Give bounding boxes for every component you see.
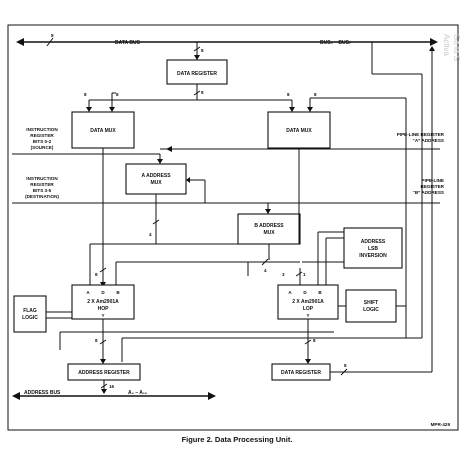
lsb-inversion-line3: INVERSION (359, 253, 387, 259)
lsb-inversion-line2: LSB (368, 246, 378, 252)
width-label-dr-in: 8 (201, 48, 204, 53)
left-destination-label: INSTRUCTION REGISTER BITS 3-5 (DESTINATI… (25, 176, 59, 199)
ref-code: MPR-429 (431, 422, 451, 427)
watermark-line2: Go to S (452, 34, 461, 61)
a-address-mux (125, 163, 187, 195)
lop-chip: 2 X Am2901A (292, 299, 324, 305)
address-register-label: ADDRESS REGISTER (78, 370, 130, 376)
b-address-mux (237, 213, 301, 245)
right-b-address-label: PIPE-LINE REGISTER “B” ADDRESS (413, 178, 445, 195)
data-register-bottom-label: DATA REGISTER (281, 370, 321, 376)
lsb-inversion-line1: ADDRESS (361, 239, 386, 245)
data-mux-right (267, 111, 331, 149)
svg-text:PIPE-LINE: PIPE-LINE (422, 178, 444, 183)
lop-port-d: D (303, 290, 307, 295)
svg-text:REGISTER: REGISTER (30, 133, 54, 138)
data-bus-label: DATA BUS (115, 40, 141, 46)
width-label-rmux-b: 8 (314, 92, 317, 97)
data-bus-range: BUS₀ – BUS₇ (320, 40, 351, 46)
data-bus: 8 DATA BUS BUS₀ – BUS₇ (16, 33, 438, 47)
hop-label: HOP (98, 306, 110, 312)
figure-caption: Figure 2. Data Processing Unit. (182, 435, 293, 444)
hop-port-a: A (86, 290, 90, 295)
hop-chip: 2 X Am2901A (87, 299, 119, 305)
b-address-mux-line1: B ADDRESS (254, 223, 284, 229)
watermark-line1: Activa (442, 34, 451, 56)
flag-logic-line2: LOGIC (22, 315, 38, 321)
data-register-top-label: DATA REGISTER (177, 71, 217, 77)
width-label-lmux-b: 8 (116, 92, 119, 97)
a-address-mux-line2: MUX (150, 180, 162, 186)
lop-label: LOP (303, 306, 314, 312)
address-bus-label: ADDRESS BUS (24, 390, 61, 396)
hop-port-b: B (116, 290, 120, 295)
data-register-top (166, 59, 228, 85)
a-address-mux-line1: A ADDRESS (141, 173, 171, 179)
svg-text:“A” ADDRESS: “A” ADDRESS (413, 138, 444, 143)
shift-logic-line2: LOGIC (363, 307, 379, 313)
b-address-mux-line2: MUX (263, 230, 275, 236)
hop-port-y: Y (101, 313, 104, 318)
hop-alu (71, 284, 135, 320)
svg-text:BITS 0-2: BITS 0-2 (33, 139, 52, 144)
width-label-hop-d: 8 (95, 272, 98, 277)
svg-text:INSTRUCTION: INSTRUCTION (26, 127, 58, 132)
svg-text:REGISTER: REGISTER (30, 182, 54, 187)
width-label-amux-out: 4 (149, 232, 152, 237)
svg-text:INSTRUCTION: INSTRUCTION (26, 176, 58, 181)
svg-text:REGISTER: REGISTER (421, 184, 445, 189)
flag-logic-line1: FLAG (23, 308, 37, 314)
left-source-label: INSTRUCTION REGISTER BITS 0-2 (SOURCE) (26, 127, 58, 150)
shift-logic-line1: SHIFT (364, 300, 378, 306)
width-label-lmux-a: 8 (84, 92, 87, 97)
width-label-dr-out: 8 (201, 90, 204, 95)
width-label-dr-bus: 8 (344, 363, 347, 368)
svg-text:PIPE-LINE REGISTER: PIPE-LINE REGISTER (397, 132, 445, 137)
data-mux-left-label: DATA MUX (90, 128, 116, 134)
data-bus-width: 8 (51, 33, 54, 38)
hop-port-d: D (101, 290, 105, 295)
width-label-bmux-out: 4 (264, 268, 267, 273)
lop-port-y: Y (306, 313, 309, 318)
address-bus-range: A₀ – A₁₅ (128, 390, 148, 396)
svg-text:BITS 3-5: BITS 3-5 (33, 188, 52, 193)
right-a-address-label: PIPE-LINE REGISTER “A” ADDRESS (397, 132, 445, 143)
width-label-rmux-a: 8 (287, 92, 290, 97)
shift-logic (345, 289, 397, 323)
flag-logic (13, 295, 47, 333)
lop-port-b: B (318, 290, 322, 295)
lop-alu (277, 284, 339, 320)
svg-text:“B” ADDRESS: “B” ADDRESS (413, 190, 444, 195)
data-mux-left (71, 111, 135, 149)
width-label-lop-y: 8 (313, 338, 316, 343)
address-bus: ADDRESS BUS A₀ – A₁₅ (12, 390, 216, 400)
svg-text:(DESTINATION): (DESTINATION) (25, 194, 59, 199)
width-label-lsb-b: 3 (282, 272, 285, 277)
data-mux-right-label: DATA MUX (286, 128, 312, 134)
figure-frame (7, 24, 459, 431)
width-label-hop-y: 8 (95, 338, 98, 343)
lop-port-a: A (288, 290, 292, 295)
width-label-lsb-a: 1 (303, 272, 306, 277)
address-bus-width: 16 (109, 384, 115, 389)
svg-text:(SOURCE): (SOURCE) (31, 145, 54, 150)
address-lsb-inversion (343, 227, 403, 269)
